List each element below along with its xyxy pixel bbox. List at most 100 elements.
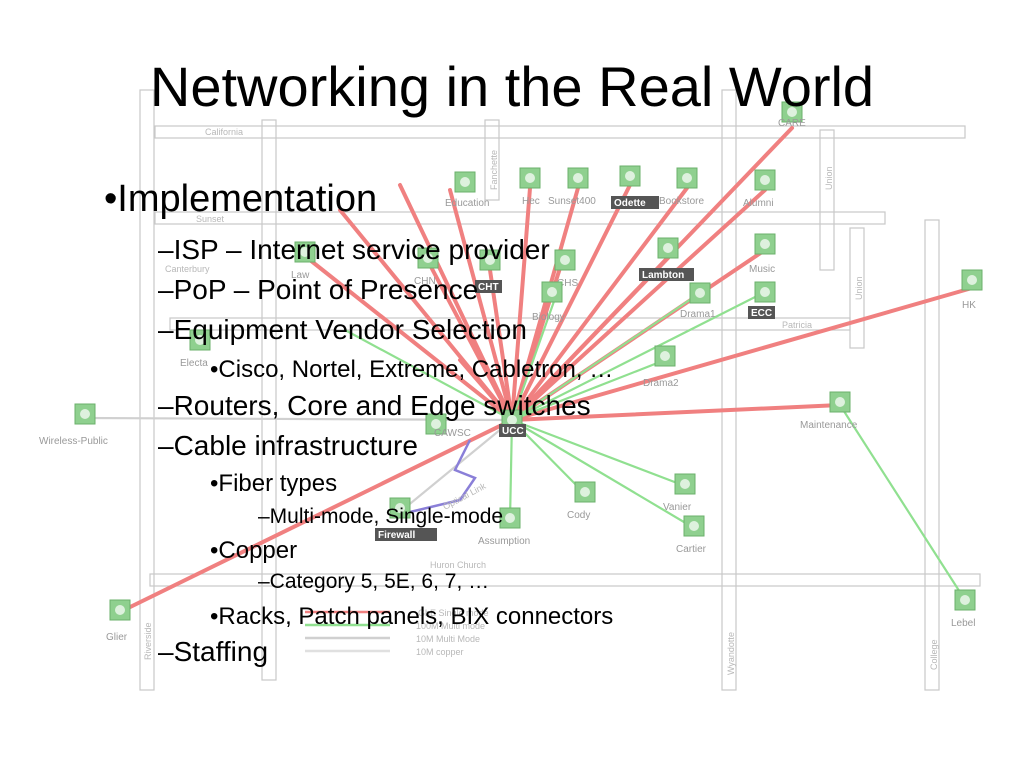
- bullet-level-3: •Racks, Patch panels, BIX connectors: [210, 603, 614, 630]
- switch-icon-glyph: [787, 107, 797, 117]
- node-label: CAWSC: [434, 428, 471, 439]
- network-link: [448, 188, 514, 422]
- switch-icon-glyph: [680, 479, 690, 489]
- bullet-level-2: –Staffing: [158, 636, 269, 667]
- switch-icon-glyph: [580, 487, 590, 497]
- switch-icon-glyph: [395, 503, 405, 513]
- network-link: [308, 258, 514, 422]
- bullet-level-3: •Fiber types: [210, 470, 338, 497]
- network-link: [510, 403, 842, 422]
- switch-icon-glyph: [485, 255, 495, 265]
- node-tag-box: [639, 268, 694, 281]
- switch-icon-glyph: [682, 173, 692, 183]
- switch-icon-glyph: [695, 288, 705, 298]
- switch-icon-glyph: [625, 171, 635, 181]
- street-label: College: [929, 639, 939, 670]
- node-label: Education: [445, 198, 489, 209]
- network-link: [839, 404, 966, 601]
- network-link: [428, 263, 514, 422]
- node-label: Vanier: [663, 502, 692, 513]
- node-tag-label: UCC: [502, 426, 524, 437]
- network-link: [510, 288, 560, 422]
- switch-icon-glyph: [660, 351, 670, 361]
- street-label: Patricia: [782, 320, 812, 330]
- switch-icon-glyph: [547, 287, 557, 297]
- switch-icon-glyph: [115, 605, 125, 615]
- node-tag-box: [611, 196, 659, 209]
- bullet-level-4: –Multi-mode, Single-mode: [258, 505, 504, 528]
- street-label: Canterbury: [165, 264, 210, 274]
- street-label: Sunset: [196, 214, 225, 224]
- node-tag-label: Firewall: [378, 530, 415, 541]
- network-link: [510, 286, 974, 422]
- street: [154, 125, 966, 139]
- street: [261, 119, 277, 681]
- node-tag-box: [499, 424, 526, 437]
- network-link: [510, 291, 702, 422]
- switch-icon-glyph: [80, 409, 90, 419]
- street: [849, 227, 865, 349]
- network-link: [510, 186, 689, 422]
- switch-icon-glyph: [760, 175, 770, 185]
- node-label: Music: [749, 264, 775, 275]
- street-label: Huron Church: [430, 560, 486, 570]
- switch-icon-glyph: [300, 247, 310, 257]
- street: [924, 219, 940, 691]
- network-link: [510, 256, 670, 422]
- switch-icon-glyph: [663, 243, 673, 253]
- network-link: [510, 183, 632, 422]
- bullet-level-4: –Category 5, 5E, 6, 7, …: [258, 570, 490, 593]
- node-label: Cody: [567, 510, 590, 521]
- switch-icon-glyph: [507, 415, 517, 425]
- switch-icon-glyph: [505, 513, 515, 523]
- legend-label: 100M Multi mode: [416, 621, 485, 631]
- network-link: [118, 418, 514, 614]
- node-label: Electa: [180, 358, 208, 369]
- legend-label: 10M copper: [416, 647, 464, 657]
- switch-icon-glyph: [460, 177, 470, 187]
- optical-link-line: [409, 439, 477, 514]
- node-label: Biology: [532, 312, 565, 323]
- switch-icon-glyph: [423, 253, 433, 263]
- street-label: California: [205, 127, 243, 137]
- node-label: Wireless-Public: [39, 436, 108, 447]
- switch-icon-glyph: [689, 521, 699, 531]
- bullet-level-2: –ISP – Internet service provider: [158, 234, 550, 265]
- node-label: Cartier: [676, 544, 707, 555]
- street: [139, 89, 155, 691]
- switch-icon-glyph: [760, 287, 770, 297]
- bullet-level-2: –Cable infrastructure: [158, 430, 418, 461]
- network-link: [510, 418, 687, 488]
- street-label: Union: [854, 276, 864, 300]
- street: [721, 89, 737, 691]
- node-tag-box: [375, 528, 437, 541]
- network-link: [343, 328, 514, 422]
- bullet-level-2: –Routers, Core and Edge switches: [158, 390, 591, 421]
- node-label: Bookstore: [659, 196, 704, 207]
- network-link: [510, 358, 667, 422]
- bullet-level-3: •Copper: [210, 537, 298, 564]
- street: [484, 119, 500, 201]
- legend-label: 10M Multi Mode: [416, 634, 480, 644]
- node-tag-label: ECC: [751, 308, 772, 319]
- street-label: Riverside: [143, 622, 153, 660]
- node-label: Drama2: [643, 378, 679, 389]
- street: [154, 211, 886, 225]
- node-label: Assumption: [478, 536, 530, 547]
- switch-icon-glyph: [560, 255, 570, 265]
- node-tag-label: Lambton: [642, 270, 684, 281]
- switch-icon-glyph: [525, 173, 535, 183]
- node-tag-box: [475, 280, 502, 293]
- bullet-level-2: –PoP – Point of Presence: [158, 274, 479, 305]
- street-label: Wyandotte: [726, 632, 736, 675]
- street: [819, 129, 835, 271]
- node-label: CHS: [557, 278, 578, 289]
- node-label: Law: [291, 270, 310, 281]
- node-tag-label: CHT: [478, 282, 499, 293]
- node-label: CARE: [778, 118, 806, 129]
- node-tag-label: Odette: [614, 198, 646, 209]
- street-label: Fanchette: [489, 150, 499, 190]
- switch-icon-glyph: [960, 595, 970, 605]
